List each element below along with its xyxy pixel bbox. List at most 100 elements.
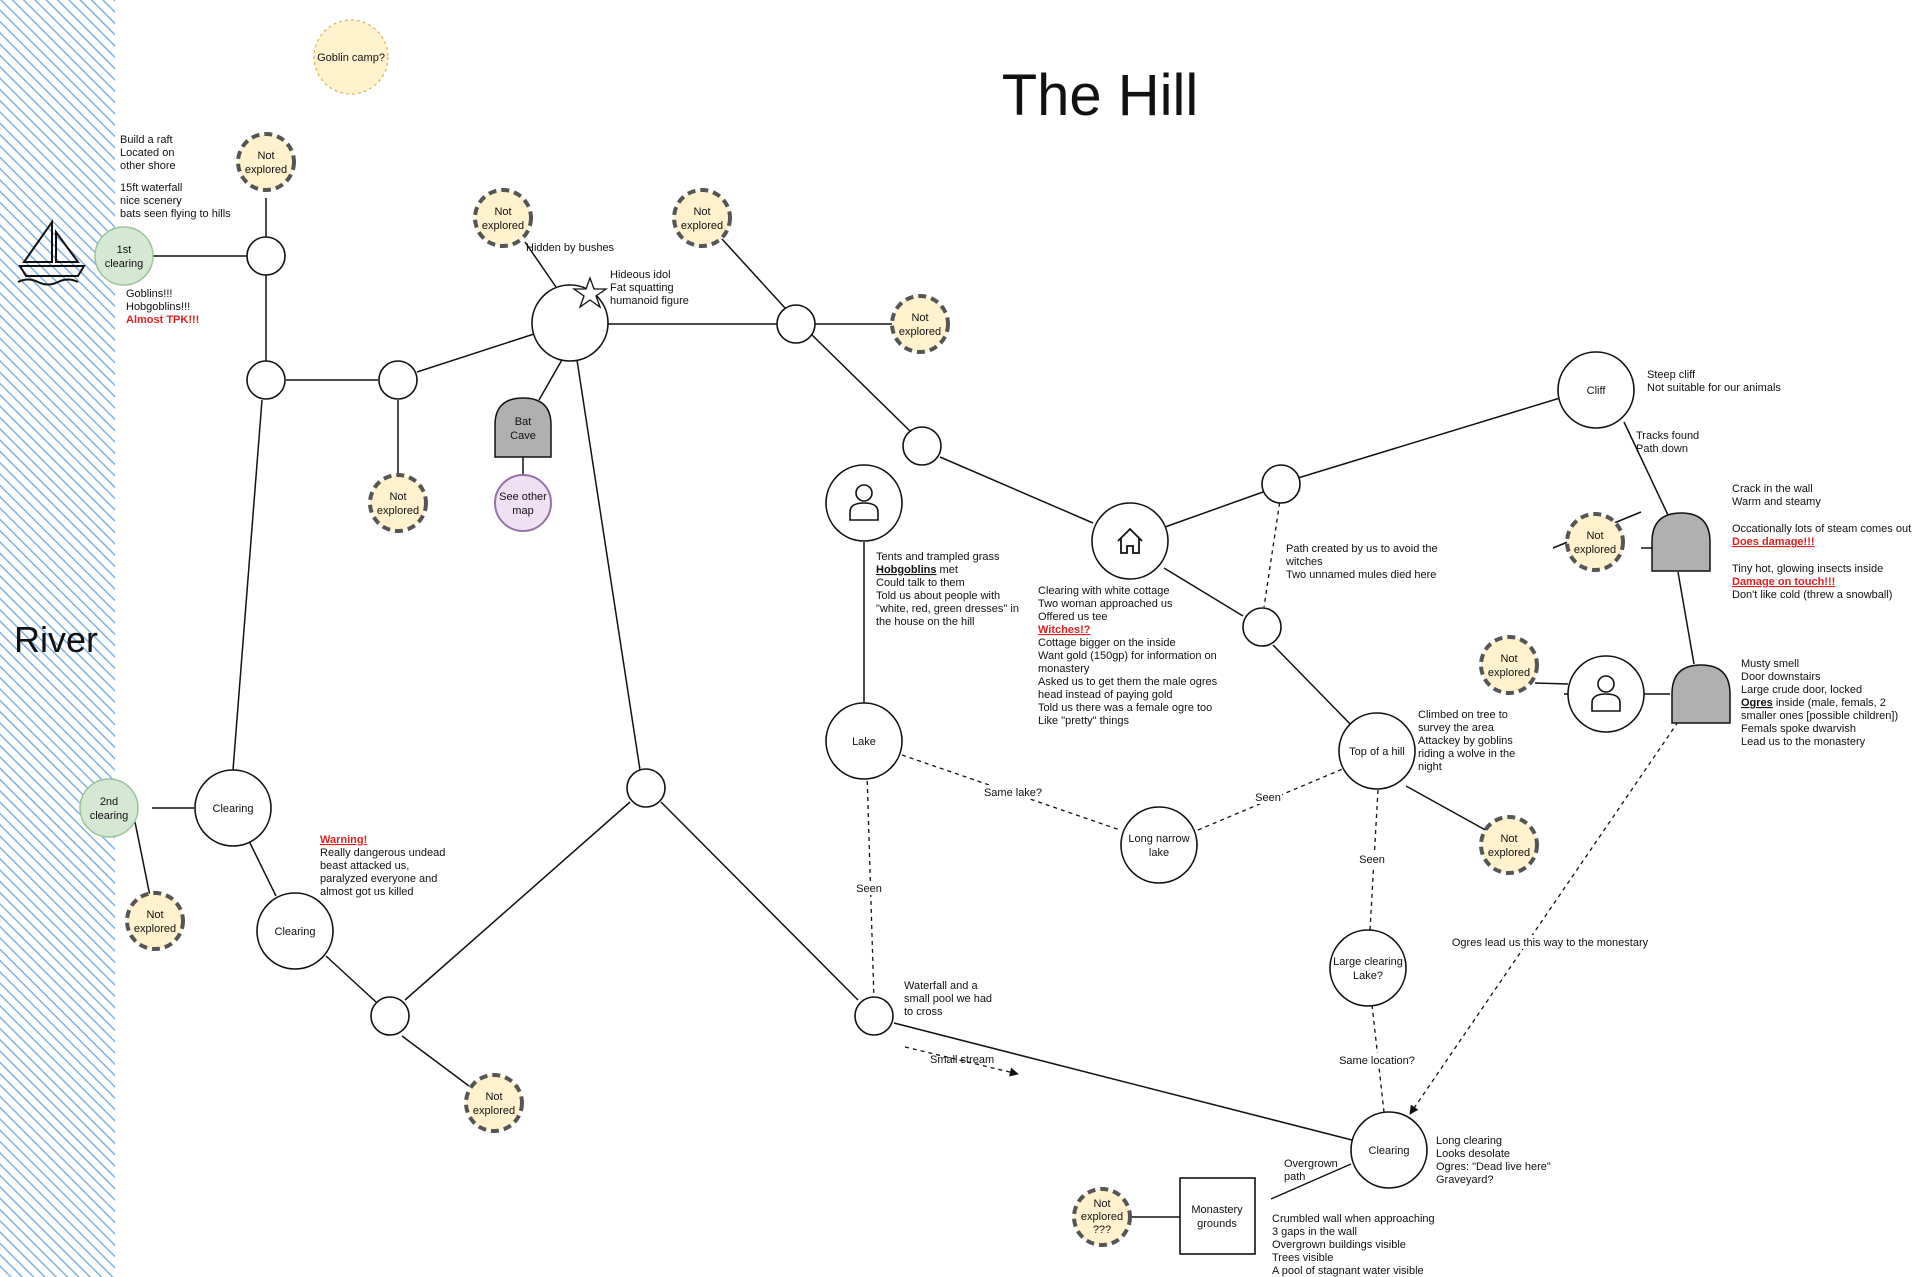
clearing-node-west[interactable]: Clearing [194,769,272,847]
not-explored-label: explored [473,1105,515,1117]
svg-text:Crack in the wall: Crack in the wall [1732,483,1813,495]
svg-text:A pool of stagnant water visib: A pool of stagnant water visible [1272,1265,1424,1277]
top-of-hill-node[interactable]: Top of a hill [1338,712,1416,790]
junction-mid[interactable] [378,360,418,400]
star-icon [571,276,609,309]
note-long-clearing: Long clearing Looks desolate Ogres: "Dea… [1436,1135,1551,1186]
not-explored-11[interactable]: Not explored ??? [1072,1187,1132,1247]
see-other-map-label: map [512,505,533,517]
second-clearing-node[interactable]: 2nd clearing [79,778,139,838]
edge-label-seen: Seen [1359,854,1385,866]
svg-text:Ogres inside (male, femals, 2: Ogres inside (male, femals, 2 [1741,697,1886,709]
svg-text:to cross: to cross [904,1006,943,1018]
svg-text:witches: witches [1285,556,1323,568]
svg-text:other shore: other shore [120,160,176,172]
not-explored-2[interactable]: Not explored [473,188,533,248]
junction-raft[interactable] [246,236,286,276]
clearing-node-south[interactable]: Clearing [1350,1111,1428,1189]
edge-label-same-lake: Same lake? [984,787,1042,799]
note-path-witches: Path created by us to avoid the witches … [1285,543,1438,581]
not-explored-8[interactable]: Not explored [1565,512,1625,572]
clearing-label: Clearing [1369,1145,1410,1157]
see-other-map-node[interactable]: See other map [494,474,552,532]
not-explored-9[interactable]: Not explored [1479,635,1539,695]
second-clearing-label-2: clearing [90,810,129,822]
not-explored-3[interactable]: Not explored [672,188,732,248]
svg-text:Witches!?: Witches!? [1038,624,1091,636]
ogre-node[interactable] [1567,655,1645,733]
not-explored-5[interactable]: Not explored [368,473,428,533]
long-narrow-lake-label: lake [1149,847,1169,859]
bat-cave-label: Cave [510,430,536,442]
svg-text:Fat squatting: Fat squatting [610,282,674,294]
lake-node[interactable]: Lake [825,702,903,780]
note-ogre-cave: Musty smell Door downstairs Large crude … [1741,658,1898,748]
first-clearing-node[interactable]: 1st clearing [94,226,154,286]
steam-cave-node[interactable] [1651,512,1711,572]
not-explored-6[interactable]: Not explored [125,891,185,951]
edge-label-ogres-lead: Ogres lead us this way to the monestary [1452,937,1649,949]
monastery-node[interactable]: Monastery grounds [1179,1177,1256,1255]
bat-cave-node[interactable]: Bat Cave [494,397,552,458]
junction-east[interactable] [902,426,942,466]
cottage-node[interactable] [1091,502,1169,580]
svg-text:Crumbled wall when approaching: Crumbled wall when approaching [1272,1213,1435,1225]
hobgoblin-camp-node[interactable] [825,464,903,542]
second-clearing-label-1: 2nd [100,796,118,808]
junction-west[interactable] [246,360,286,400]
cliff-node[interactable]: Cliff [1557,351,1635,429]
goblin-camp-node[interactable]: Goblin camp? [313,19,389,95]
not-explored-label: Not [1093,1198,1110,1210]
svg-text:Located on: Located on [120,147,174,159]
not-explored-label: explored [245,164,287,176]
not-explored-4[interactable]: Not explored [890,294,950,354]
note-tracks: Tracks found Path down [1636,430,1699,455]
person-icon [849,484,879,521]
junction-path-top[interactable] [1261,464,1301,504]
ogre-cave-node[interactable] [1671,664,1731,724]
long-narrow-lake-node[interactable]: Long narrow lake [1120,806,1198,884]
junction-idol[interactable] [531,284,609,362]
svg-text:Occationally lots of steam com: Occationally lots of steam comes out [1732,523,1911,535]
bat-cave-label: Bat [515,416,532,428]
first-clearing-label-1: 1st [117,244,132,256]
svg-text:night: night [1418,761,1442,773]
not-explored-7[interactable]: Not explored [464,1073,524,1133]
svg-text:Hobgoblins met: Hobgoblins met [876,564,958,576]
clearing-node-southwest[interactable]: Clearing [256,892,334,970]
not-explored-label: Not [257,150,274,162]
river-area [0,0,115,1277]
not-explored-1[interactable]: Not explored [236,132,296,192]
large-clearing-label: Lake? [1353,970,1383,982]
edge-label-small-stream: Small stream [930,1054,994,1066]
junction-north[interactable] [776,304,816,344]
note-cottage: Clearing with white cottage Two woman ap… [1038,585,1218,727]
svg-text:humanoid figure: humanoid figure [610,295,689,307]
svg-text:Two unnamed mules died here: Two unnamed mules died here [1286,569,1436,581]
svg-text:Waterfall and a: Waterfall and a [904,980,978,992]
large-clearing-node[interactable]: Large clearing Lake? [1329,929,1407,1007]
junction-waterfall[interactable] [854,996,894,1036]
svg-text:15ft waterfall: 15ft waterfall [120,182,182,194]
junction-southwest[interactable] [370,996,410,1036]
not-explored-label: ??? [1093,1224,1111,1236]
not-explored-label: explored [482,220,524,232]
not-explored-label: Not [389,491,406,503]
sailboat-icon [17,218,86,286]
svg-text:Cottage bigger on the inside: Cottage bigger on the inside [1038,637,1176,649]
svg-text:Tents and trampled grass: Tents and trampled grass [876,551,1000,563]
note-waterfall-pool: Waterfall and a small pool we had to cro… [904,980,992,1018]
not-explored-label: Not [911,312,928,324]
large-clearing-label: Large clearing [1333,956,1403,968]
edge-label-seen: Seen [856,883,882,895]
svg-text:monastery: monastery [1038,663,1090,675]
svg-text:small pool we had: small pool we had [904,993,992,1005]
svg-text:Does damage!!!: Does damage!!! [1732,536,1815,548]
not-explored-label: Not [693,206,710,218]
not-explored-label: explored [377,505,419,517]
junction-path-bottom[interactable] [1242,607,1282,647]
not-explored-10[interactable]: Not explored [1479,815,1539,875]
svg-text:Tiny hot, glowing insects insi: Tiny hot, glowing insects inside [1732,563,1883,575]
junction-south[interactable] [626,768,666,808]
